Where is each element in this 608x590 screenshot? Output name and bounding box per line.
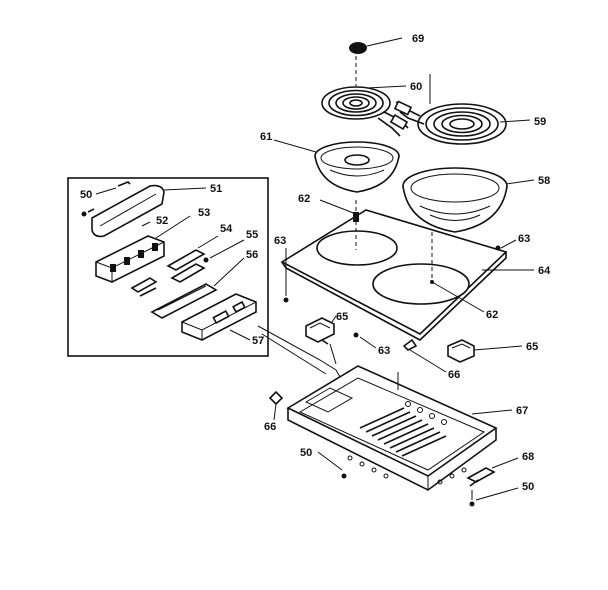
part-62-top-pin — [319, 199, 359, 250]
callout-66-right: 66 — [448, 369, 460, 381]
part-63-screw-center — [353, 332, 377, 349]
part-53-bracket — [155, 215, 191, 239]
callout-54: 54 — [220, 223, 233, 235]
callout-68: 68 — [522, 451, 534, 463]
callout-50-lower-left: 50 — [300, 447, 312, 459]
part-58-large-drip-bowl — [402, 167, 535, 233]
part-65-terminal-right — [447, 339, 523, 363]
part-53-side-connector — [130, 277, 158, 297]
callout-56: 56 — [246, 249, 258, 261]
callout-58: 58 — [538, 175, 550, 187]
callout-60: 60 — [410, 81, 422, 93]
part-60-small-surface-element — [321, 56, 409, 137]
control-subassembly-box — [67, 177, 269, 357]
part-54-switch-knob-shaft — [166, 235, 219, 283]
part-66-clip-left — [268, 390, 284, 421]
part-68-leveling-bracket — [466, 457, 519, 487]
part-50-screw-lower-left — [317, 451, 347, 479]
part-66-clip-right — [402, 338, 447, 373]
part-56-insulator — [150, 257, 245, 319]
callout-55: 55 — [246, 229, 258, 241]
callout-67: 67 — [516, 405, 528, 417]
part-63-screw-right — [495, 239, 517, 251]
part-55-screw — [203, 239, 245, 263]
burner-box-vents — [359, 407, 447, 457]
callout-63-right: 63 — [518, 233, 530, 245]
part-65-terminal-left — [305, 315, 337, 345]
part-64-cooktop-plate — [280, 209, 534, 341]
part-63-screw-left — [283, 248, 289, 303]
callout-53: 53 — [198, 207, 210, 219]
callout-65-left: 65 — [336, 311, 348, 323]
part-67-burner-box — [286, 365, 513, 491]
callout-50-lower-right: 50 — [522, 481, 534, 493]
part-59-large-surface-element — [393, 74, 531, 145]
callout-labels: 69 60 59 61 58 50 51 52 53 54 55 56 57 6… — [80, 33, 551, 493]
callout-51: 51 — [210, 183, 222, 195]
callout-65-right: 65 — [526, 341, 538, 353]
callout-62-lower: 62 — [486, 309, 498, 321]
part-62-lower-pin — [430, 232, 485, 313]
callout-57: 57 — [252, 335, 264, 347]
callout-62-top: 62 — [298, 193, 310, 205]
callout-66-left: 66 — [264, 421, 276, 433]
callout-64: 64 — [538, 265, 551, 277]
part-50-screw-lower-right — [469, 487, 519, 507]
part-57-receptacle — [181, 293, 257, 341]
callout-59: 59 — [534, 116, 546, 128]
callout-69: 69 — [412, 33, 424, 45]
part-69-cap — [349, 37, 403, 54]
part-52-switch-block — [95, 221, 165, 283]
part-61-small-drip-bowl — [273, 139, 400, 193]
part-51-control-cover — [91, 184, 207, 238]
callout-50-top: 50 — [80, 189, 92, 201]
part-50-screw-top — [81, 181, 131, 217]
callout-52: 52 — [156, 215, 168, 227]
callout-63-left: 63 — [274, 235, 286, 247]
callout-63-center: 63 — [378, 345, 390, 357]
callout-61: 61 — [260, 131, 272, 143]
